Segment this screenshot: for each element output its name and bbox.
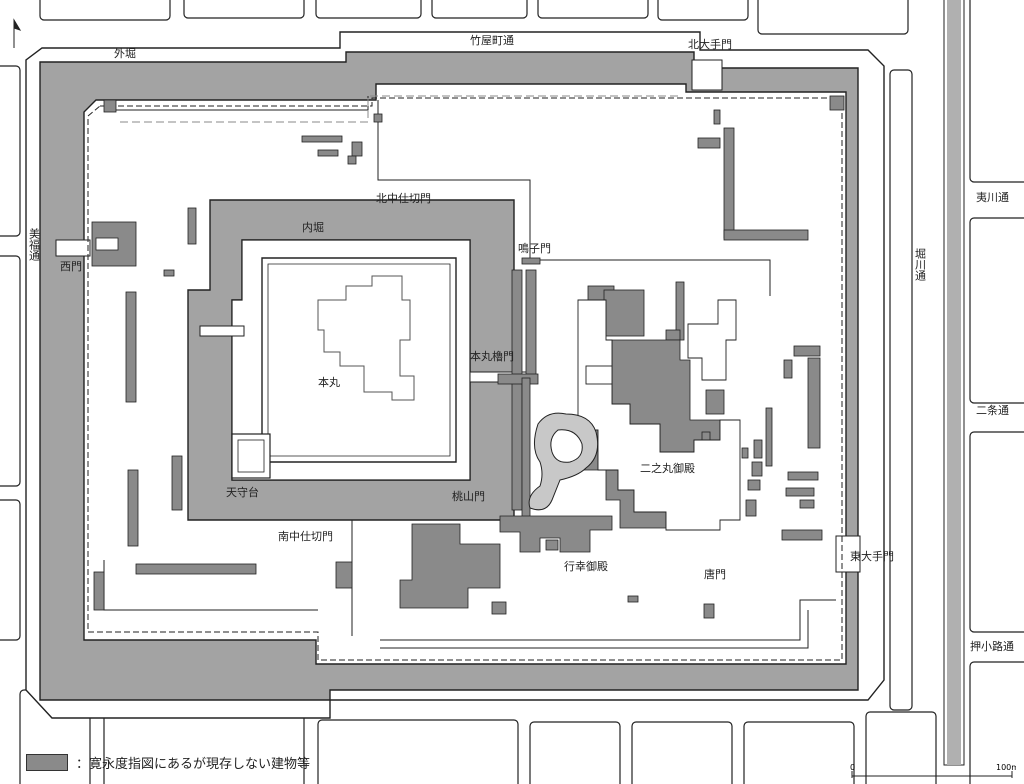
label-minaminaka-gate: 南中仕切門 xyxy=(278,530,333,543)
scale-bar: 0 100m xyxy=(846,762,1019,782)
label-horikawa-street: 堀川通 xyxy=(914,248,927,281)
east-gate-bridge xyxy=(835,535,861,573)
honmaru-inner-wall xyxy=(261,257,457,463)
scale-bar-graphic: 0 100m xyxy=(850,763,1019,778)
label-takeyamachi-street: 竹屋町通 xyxy=(470,33,514,47)
label-kitaote-gate: 北大手門 xyxy=(688,37,732,51)
label-nishimon: 西門 xyxy=(60,260,82,273)
north-arrow-icon xyxy=(13,18,22,48)
garden-pond xyxy=(528,412,599,511)
label-kitanaka-gate: 北中仕切門 xyxy=(376,192,431,205)
map-legend: ：寛永度指図にあるが現存しない建物等 xyxy=(26,752,310,772)
label-mifuku-street: 美福通 xyxy=(28,228,41,261)
honmaru-inner-wall-2 xyxy=(267,263,451,457)
tenshudai-inner xyxy=(237,439,265,473)
label-nijo-street: 二条通 xyxy=(976,403,1009,417)
label-ninomaru-palace: 二之丸御殿 xyxy=(640,461,695,475)
label-uchibori: 内堀 xyxy=(302,220,324,234)
legend-swatch xyxy=(26,753,68,771)
label-sotobori: 外堀 xyxy=(114,47,136,60)
honmaru-palace xyxy=(317,275,415,401)
label-oshikoji-street: 押小路通 xyxy=(970,639,1014,653)
label-honmaru: 本丸 xyxy=(318,375,340,389)
west-gate-bridge xyxy=(55,239,91,257)
honmaru-west-bridge xyxy=(199,325,245,337)
label-karamon: 唐門 xyxy=(704,567,726,581)
label-honmaru-yagura-gate: 本丸櫓門 xyxy=(470,349,514,363)
horikawa-median xyxy=(943,0,965,766)
label-momoyama-gate: 桃山門 xyxy=(452,489,485,503)
legend-text: ：寛永度指図にあるが現存しない建物等 xyxy=(76,756,311,772)
label-tenshudai: 天守台 xyxy=(226,485,259,499)
label-ebisugawa-street: 夷川通 xyxy=(976,191,1009,204)
scale-zero: 0 xyxy=(850,763,855,772)
existing-buildings xyxy=(577,299,741,531)
label-higashiote-gate: 東大手門 xyxy=(850,549,894,563)
label-gyoko-palace: 行幸御殿 xyxy=(564,559,608,573)
scale-hundred: 100m xyxy=(996,763,1016,772)
outer-moat xyxy=(39,51,859,701)
north-gate-bridge xyxy=(691,59,723,91)
label-naruko-gate: 鳴子門 xyxy=(518,241,551,255)
